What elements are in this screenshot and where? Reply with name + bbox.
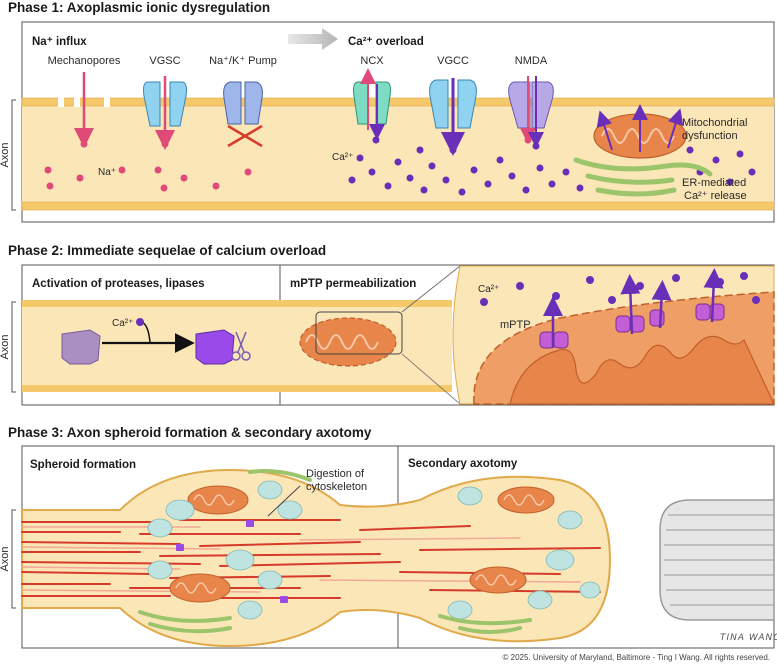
digestion-label-1: Digestion of [306,468,365,480]
ncx-channel-icon [353,68,391,140]
ca-ions [348,136,756,196]
mptp-pore-icons [539,303,725,349]
phase1-membrane-bottom [21,201,775,211]
axotomy-heading: Secondary axotomy [408,458,518,470]
digestion-callout-line [267,485,301,517]
copyright-credit: © 2025. University of Maryland, Baltimor… [503,653,770,662]
ca-ion-label-phase1: Ca²⁺ [332,152,353,163]
phase3-title: Phase 3: Axon spheroid formation & secon… [8,425,372,440]
vesicle-clusters [147,480,601,620]
phase1-title: Phase 1: Axoplasmic ionic dysregulation [8,0,270,15]
spheroid-er [138,469,532,634]
label-vgcc: VGCC [437,55,469,67]
er-phase1-icon [573,157,713,197]
vgsc-channel-icon [143,76,187,150]
transition-arrow-icon [288,28,338,50]
label-mechanopores: Mechanopores [48,55,121,67]
label-nmda: NMDA [515,55,548,67]
severed-axon-stump [659,499,775,621]
na-ion-label: Na⁺ [98,167,116,178]
na-ions [44,136,532,192]
phase2-section: Phase 2: Immediate sequelae of calcium o… [0,243,775,406]
vgcc-channel-icon [429,78,477,156]
mptp-zoom-view: Ca²⁺ mPTP [452,265,775,405]
protease-heading: Activation of proteases, lipases [32,278,205,290]
er-release-label-2: Ca²⁺ release [684,190,747,202]
zoom-box [315,311,403,355]
mptp-label: mPTP [500,319,531,331]
mito-dysfunction-label-1: Mitochondrial [682,117,747,129]
label-ncx: NCX [360,55,384,67]
digestion-label-2: cytoskeleton [306,481,367,493]
inactive-protease-icon [61,329,101,365]
ca-overload-heading: Ca²⁺ overload [348,36,424,48]
er-release-label-1: ER-mediated [682,177,746,189]
label-pump: Na⁺/K⁺ Pump [209,55,277,67]
na-influx-heading: Na⁺ influx [32,36,87,48]
spheroid-proteases [176,520,288,603]
axon-label-phase2: Axon [0,334,11,359]
scissors-icon [231,331,251,361]
artist-signature: TINA WANG [720,633,777,643]
phase1-section: Phase 1: Axoplasmic ionic dysregulation … [0,0,775,223]
axon-label-phase1: Axon [0,142,11,167]
nmda-receptor-icon [508,76,554,148]
active-protease-icon [195,329,235,365]
axon-label-phase3: Axon [0,546,11,571]
label-vgsc: VGSC [149,55,180,67]
mptp-heading: mPTP permeabilization [290,278,416,290]
mito-dysfunction-label-2: dysfunction [682,130,738,142]
mitochondrion-phase2-icon [299,317,397,367]
phase3-section: Phase 3: Axon spheroid formation & secon… [0,425,777,649]
mitochondrion-phase1-icon [593,104,687,159]
phase1-membrane-top [21,97,775,107]
spheroid-heading: Spheroid formation [30,459,136,471]
na-k-pump-icon [223,81,263,148]
spheroid-mitochondria [169,485,555,603]
phase2-title: Phase 2: Immediate sequelae of calcium o… [8,243,326,258]
ca-ion-label-protease: Ca²⁺ [112,318,133,329]
ca-ion-label-zoom: Ca²⁺ [478,284,499,295]
